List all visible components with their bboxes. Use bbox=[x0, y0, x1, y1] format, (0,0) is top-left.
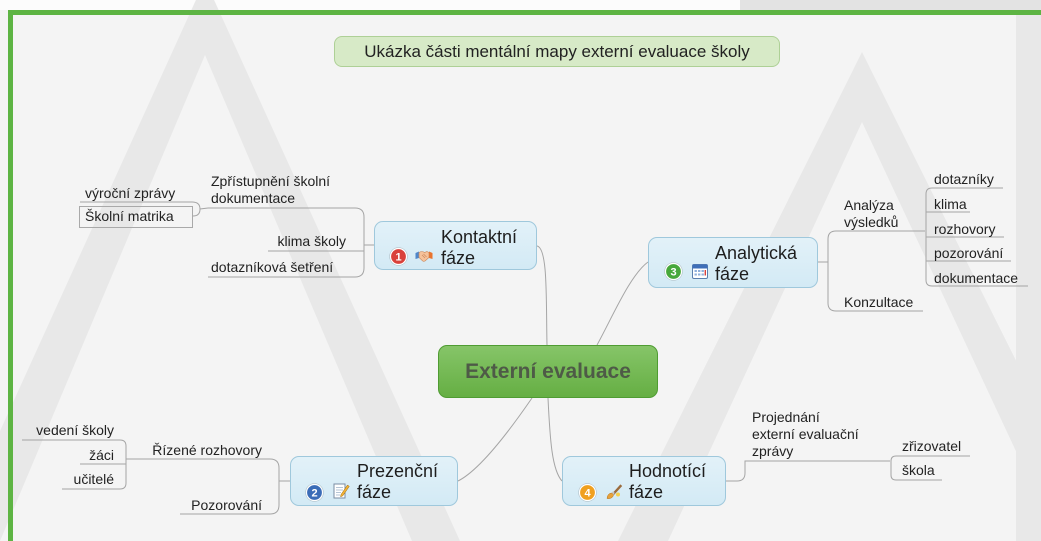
watermark-letter-a-inner bbox=[0, 55, 412, 541]
leaf-topic: škola bbox=[902, 462, 935, 478]
branch-line bbox=[890, 455, 970, 481]
badge-number: 3 bbox=[670, 266, 676, 278]
watermark-letter-a-inner bbox=[668, 122, 1041, 541]
subtopic-label-line: Projednání bbox=[752, 409, 820, 425]
topic-label-line: Prezenční bbox=[357, 461, 439, 481]
subtopic-label-line: výsledků bbox=[844, 214, 899, 230]
branch-line bbox=[128, 458, 280, 515]
central-topic: Externí evaluace bbox=[438, 345, 658, 398]
badge-circle bbox=[305, 483, 324, 502]
branch-line bbox=[726, 460, 890, 482]
badge-number: 4 bbox=[584, 487, 591, 499]
leaf-topic: Školní matrika bbox=[85, 208, 174, 224]
badge-number: 1 bbox=[395, 251, 401, 263]
topic-label-line: Kontaktní bbox=[441, 227, 518, 247]
badge-circle bbox=[389, 247, 408, 266]
topic-label-line: Hodnotící bbox=[629, 461, 707, 481]
priority-badge: 3 bbox=[664, 262, 683, 281]
leaf-topic: pozorování bbox=[934, 245, 1004, 261]
topic-hodnotici-faze: 4 Hodnotící fáze bbox=[562, 456, 726, 506]
leaf-topic: vedení školy bbox=[36, 422, 114, 438]
slide-title: Ukázka části mentální mapy externí evalu… bbox=[334, 36, 780, 67]
badge-circle bbox=[664, 262, 683, 281]
subtopic-label-line: dokumentace bbox=[211, 190, 296, 206]
paintbrush-icon bbox=[606, 484, 623, 499]
leaf-topic: dokumentace bbox=[934, 270, 1019, 286]
topic-label-line: fáze bbox=[441, 248, 476, 268]
subtopic-label-line: Zpřístupnění školní bbox=[211, 173, 331, 189]
topic-label-line: fáze bbox=[715, 264, 750, 284]
subtopic-label-line: externí evaluační bbox=[752, 426, 859, 442]
topic-label-line: Analytická bbox=[715, 243, 798, 263]
branch-line bbox=[199, 207, 209, 210]
subtopic-label: Konzultace bbox=[844, 294, 914, 310]
subtopic-label: dotazníková šetření bbox=[211, 259, 334, 275]
leaf-topic: dotazníky bbox=[934, 171, 994, 187]
branch-line bbox=[208, 207, 365, 278]
topic-prezencni-faze: 2 Prezenční fáze bbox=[290, 456, 458, 506]
connector-central-kontaktni bbox=[536, 245, 548, 346]
connector-central-prezencni bbox=[457, 397, 533, 482]
subtopic-label-line: zprávy bbox=[752, 443, 794, 459]
right-band bbox=[1016, 12, 1041, 541]
connector-central-hodnotici bbox=[547, 397, 563, 482]
leaf-topic: výroční zprávy bbox=[85, 185, 176, 201]
subtopic-label-line: Analýza bbox=[844, 197, 894, 213]
leaf-topic: klima bbox=[934, 196, 967, 212]
leaf-topic: rozhovory bbox=[934, 221, 996, 237]
leaf-topic: zřizovatel bbox=[902, 438, 962, 454]
notepad-pencil-icon bbox=[333, 483, 350, 499]
subtopic-label: Řízené rozhovory bbox=[152, 442, 262, 458]
leaf-topic: učitelé bbox=[73, 471, 114, 487]
top-strip bbox=[0, 0, 740, 10]
badge-circle bbox=[578, 483, 597, 502]
topic-label-line: fáze bbox=[629, 482, 664, 502]
handshake-icon bbox=[415, 251, 433, 262]
green-frame-top bbox=[8, 10, 1041, 15]
branch-line bbox=[827, 230, 925, 312]
connector-central-analyticka bbox=[596, 261, 649, 346]
calendar-icon bbox=[692, 264, 708, 279]
priority-badge: 1 bbox=[389, 247, 408, 266]
leaf-topic: žáci bbox=[89, 447, 114, 463]
topic-label-line: fáze bbox=[357, 482, 392, 502]
priority-badge: 4 bbox=[578, 483, 597, 502]
subtopic-label: Pozorování bbox=[191, 497, 262, 513]
top-right-bar bbox=[740, 0, 1041, 12]
priority-badge: 2 bbox=[305, 483, 324, 502]
green-frame-left bbox=[8, 10, 13, 541]
topic-box bbox=[79, 206, 193, 228]
topic-kontaktni-faze: 1 Kontaktní fáze bbox=[374, 221, 537, 270]
subtopic-label: klima školy bbox=[277, 233, 346, 249]
badge-number: 2 bbox=[311, 487, 317, 499]
topic-analyticka-faze: 3 Analytická fáze bbox=[648, 237, 818, 288]
